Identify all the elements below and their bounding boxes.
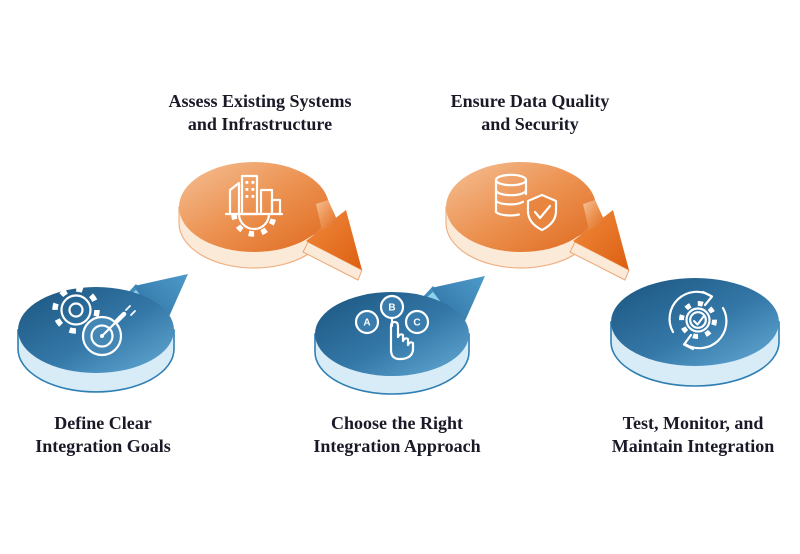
step-4-label: Ensure Data Quality and Security	[418, 90, 642, 137]
city-infrastructure-gear-icon	[224, 174, 284, 237]
step-1-label-line-2: Integration Goals	[35, 436, 171, 457]
step-4-label-line-2: and Security	[481, 114, 579, 135]
abc-choice-hand-icon: A B C	[354, 294, 430, 361]
step-5-label: Test, Monitor, and Maintain Integration	[581, 412, 800, 459]
step-1-label-line-1: Define Clear	[54, 413, 152, 433]
step-2-disc-face	[179, 162, 329, 252]
database-shield-check-icon	[494, 173, 558, 232]
step-5-disc	[610, 278, 780, 387]
step-2-arrow-base	[316, 200, 338, 230]
step-2-label-line-1: Assess Existing Systems	[168, 91, 352, 111]
step-5-label-line-1: Test, Monitor, and	[622, 413, 764, 433]
step-2-disc	[178, 162, 363, 281]
step-1-label: Define Clear Integration Goals	[0, 412, 215, 459]
step-4-label-line-1: Ensure Data Quality	[450, 91, 610, 111]
step-2-label-line-2: and Infrastructure	[187, 114, 333, 135]
step-2-label: Assess Existing Systems and Infrastructu…	[148, 90, 372, 137]
step-3-label: Choose the Right Integration Approach	[285, 412, 509, 459]
step-4-disc-face	[446, 162, 596, 252]
step-3-disc: A B C	[314, 276, 485, 395]
choice-letter-b: B	[388, 303, 395, 314]
gear-target-icon	[52, 286, 136, 357]
step-4-disc	[445, 162, 630, 281]
step-3-label-line-1: Choose the Right	[330, 413, 463, 433]
choice-letter-a: A	[363, 318, 370, 329]
step-3-label-line-2: Integration Approach	[313, 436, 481, 457]
step-4-arrow-base	[583, 200, 605, 230]
cycle-gear-check-icon	[668, 290, 728, 351]
step-5-label-line-2: Maintain Integration	[611, 436, 775, 457]
choice-letter-c: C	[413, 318, 420, 329]
pointing-hand	[389, 320, 415, 361]
step-1-disc	[17, 274, 188, 393]
